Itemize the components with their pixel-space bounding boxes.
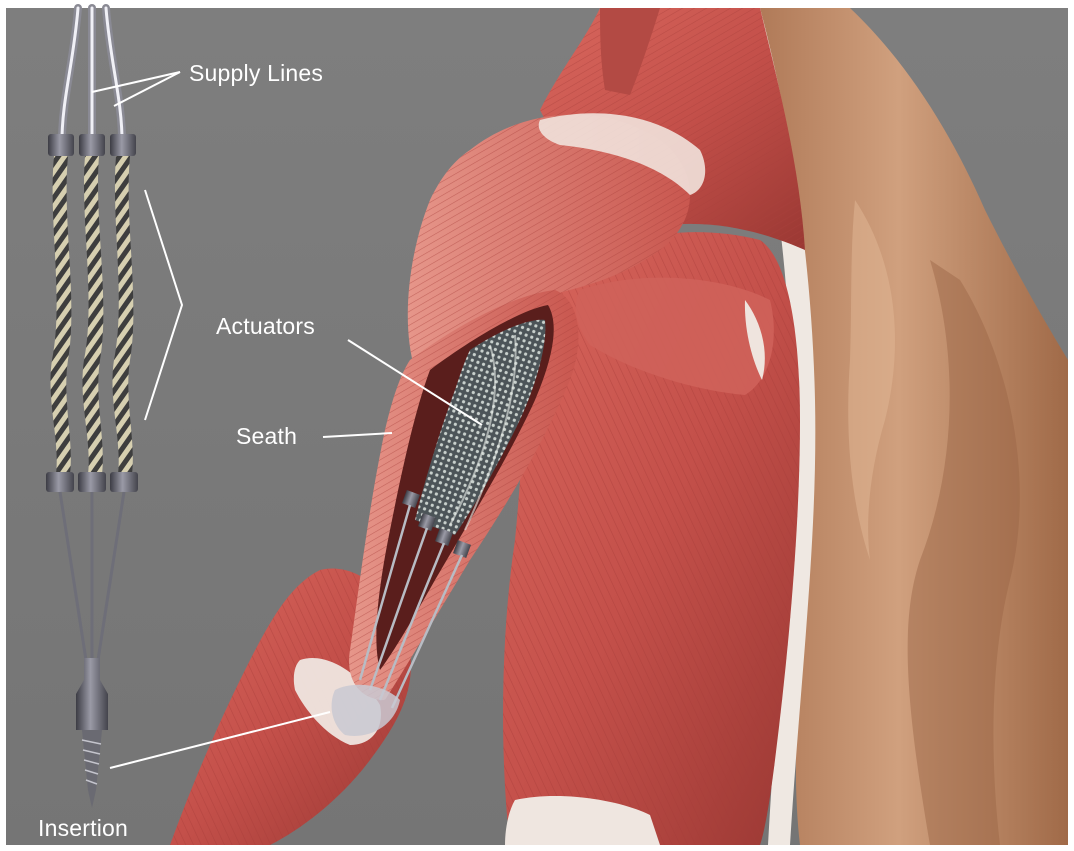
- seath-label: Seath: [236, 425, 297, 448]
- actuators-label: Actuators: [216, 315, 315, 338]
- braided-actuators: [50, 156, 133, 474]
- insertion-label: Insertion: [38, 817, 128, 840]
- top-connectors: [48, 134, 136, 156]
- bottom-connectors: [46, 472, 138, 492]
- supply-lines-label: Supply Lines: [189, 62, 323, 85]
